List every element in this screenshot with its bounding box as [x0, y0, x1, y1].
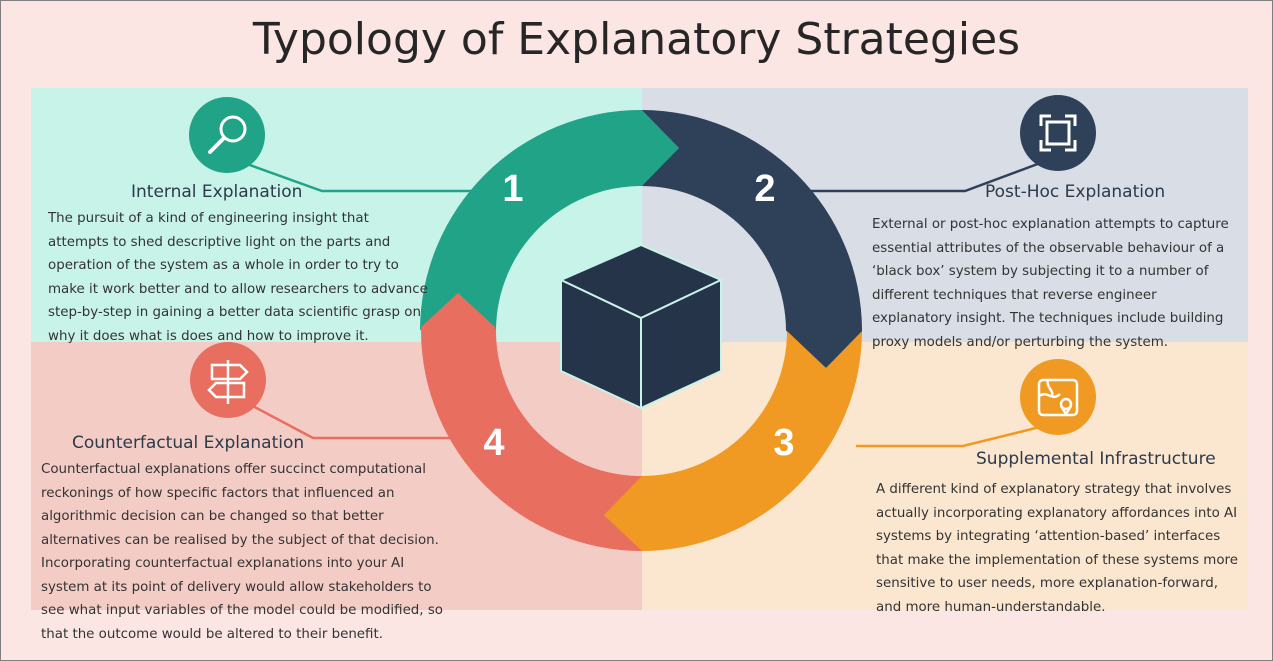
segment-number-1: 1 [502, 168, 523, 210]
ring-segment-1 [420, 110, 679, 330]
heading-internal-explanation: Internal Explanation [131, 182, 303, 202]
segment-number-2: 2 [754, 168, 775, 210]
frame-corners-icon [1020, 95, 1096, 171]
text-internal-explanation: The pursuit of a kind of engineering ins… [48, 211, 428, 344]
segment-number-3: 3 [773, 422, 794, 464]
ring-segment-4 [421, 293, 642, 551]
heading-post-hoc-explanation: Post-Hoc Explanation [985, 182, 1166, 202]
map-pin-icon [1020, 359, 1096, 435]
ring-segment-3 [604, 331, 862, 551]
ring-segment-2 [642, 110, 862, 368]
text-post-hoc-explanation: External or post-hoc explanation attempt… [872, 217, 1229, 350]
segment-number-4: 4 [483, 422, 504, 464]
magnifier-icon [189, 97, 265, 173]
page-title: Typology of Explanatory Strategies [252, 14, 1021, 65]
cube-graphic [558, 243, 724, 410]
connector-line-1 [246, 162, 474, 193]
text-supplemental-infrastructure: A different kind of explanatory strategy… [876, 482, 1238, 615]
connector-line-2 [793, 160, 1044, 193]
signpost-icon [190, 342, 266, 418]
heading-supplemental-infrastructure: Supplemental Infrastructure [976, 449, 1216, 469]
connector-line-4 [231, 393, 450, 440]
heading-counterfactual-explanation: Counterfactual Explanation [72, 433, 305, 453]
text-counterfactual-explanation: Counterfactual explanations offer succin… [41, 462, 443, 642]
connector-line-3 [856, 423, 1049, 448]
